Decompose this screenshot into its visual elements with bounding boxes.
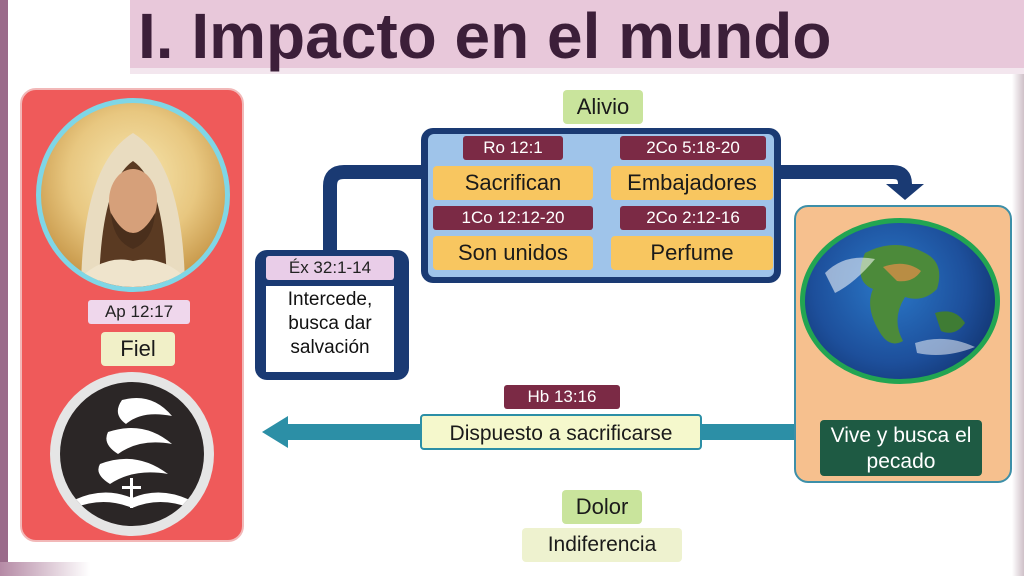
relief-item-son-unidos: Son unidos [433, 236, 593, 270]
faithful-verse: Ap 12:17 [88, 300, 190, 324]
earth-globe [800, 218, 1000, 384]
bottom-accent-strip [0, 562, 90, 576]
return-label: Dispuesto a sacrificarse [420, 414, 702, 450]
flame-bible-logo-icon [74, 398, 190, 508]
intercede-verse: Éx 32:1-14 [266, 256, 394, 280]
relief-verse-4: 2Co 2:12-16 [620, 206, 766, 230]
return-verse: Hb 13:16 [504, 385, 620, 409]
right-edge-shadow [1012, 74, 1024, 576]
faithful-label: Fiel [101, 332, 175, 366]
slide-title: I. Impacto en el mundo [138, 0, 832, 72]
earth-icon [825, 245, 975, 355]
pain-label: Dolor [562, 490, 642, 524]
title-band [130, 0, 1024, 68]
world-label: Vive y busca el pecado [820, 420, 982, 476]
intercede-text: Intercede, busca dar salvación [266, 286, 394, 372]
navy-arrowhead [886, 184, 924, 200]
relief-item-sacrifican: Sacrifican [433, 166, 593, 200]
church-logo [60, 382, 204, 526]
relief-item-perfume: Perfume [611, 236, 773, 270]
relief-verse-1: Ro 12:1 [463, 136, 563, 160]
left-accent-bar [0, 0, 8, 576]
relief-verse-2: 2Co 5:18-20 [620, 136, 766, 160]
title-underline [130, 68, 1024, 74]
indifference-label: Indiferencia [522, 528, 682, 562]
relief-verse-3: 1Co 12:12-20 [433, 206, 593, 230]
teal-arrowhead [262, 416, 288, 448]
jesus-portrait [36, 98, 230, 292]
relief-label: Alivio [563, 90, 643, 124]
jesus-portrait-icon [71, 133, 195, 287]
relief-item-embajadores: Embajadores [611, 166, 773, 200]
